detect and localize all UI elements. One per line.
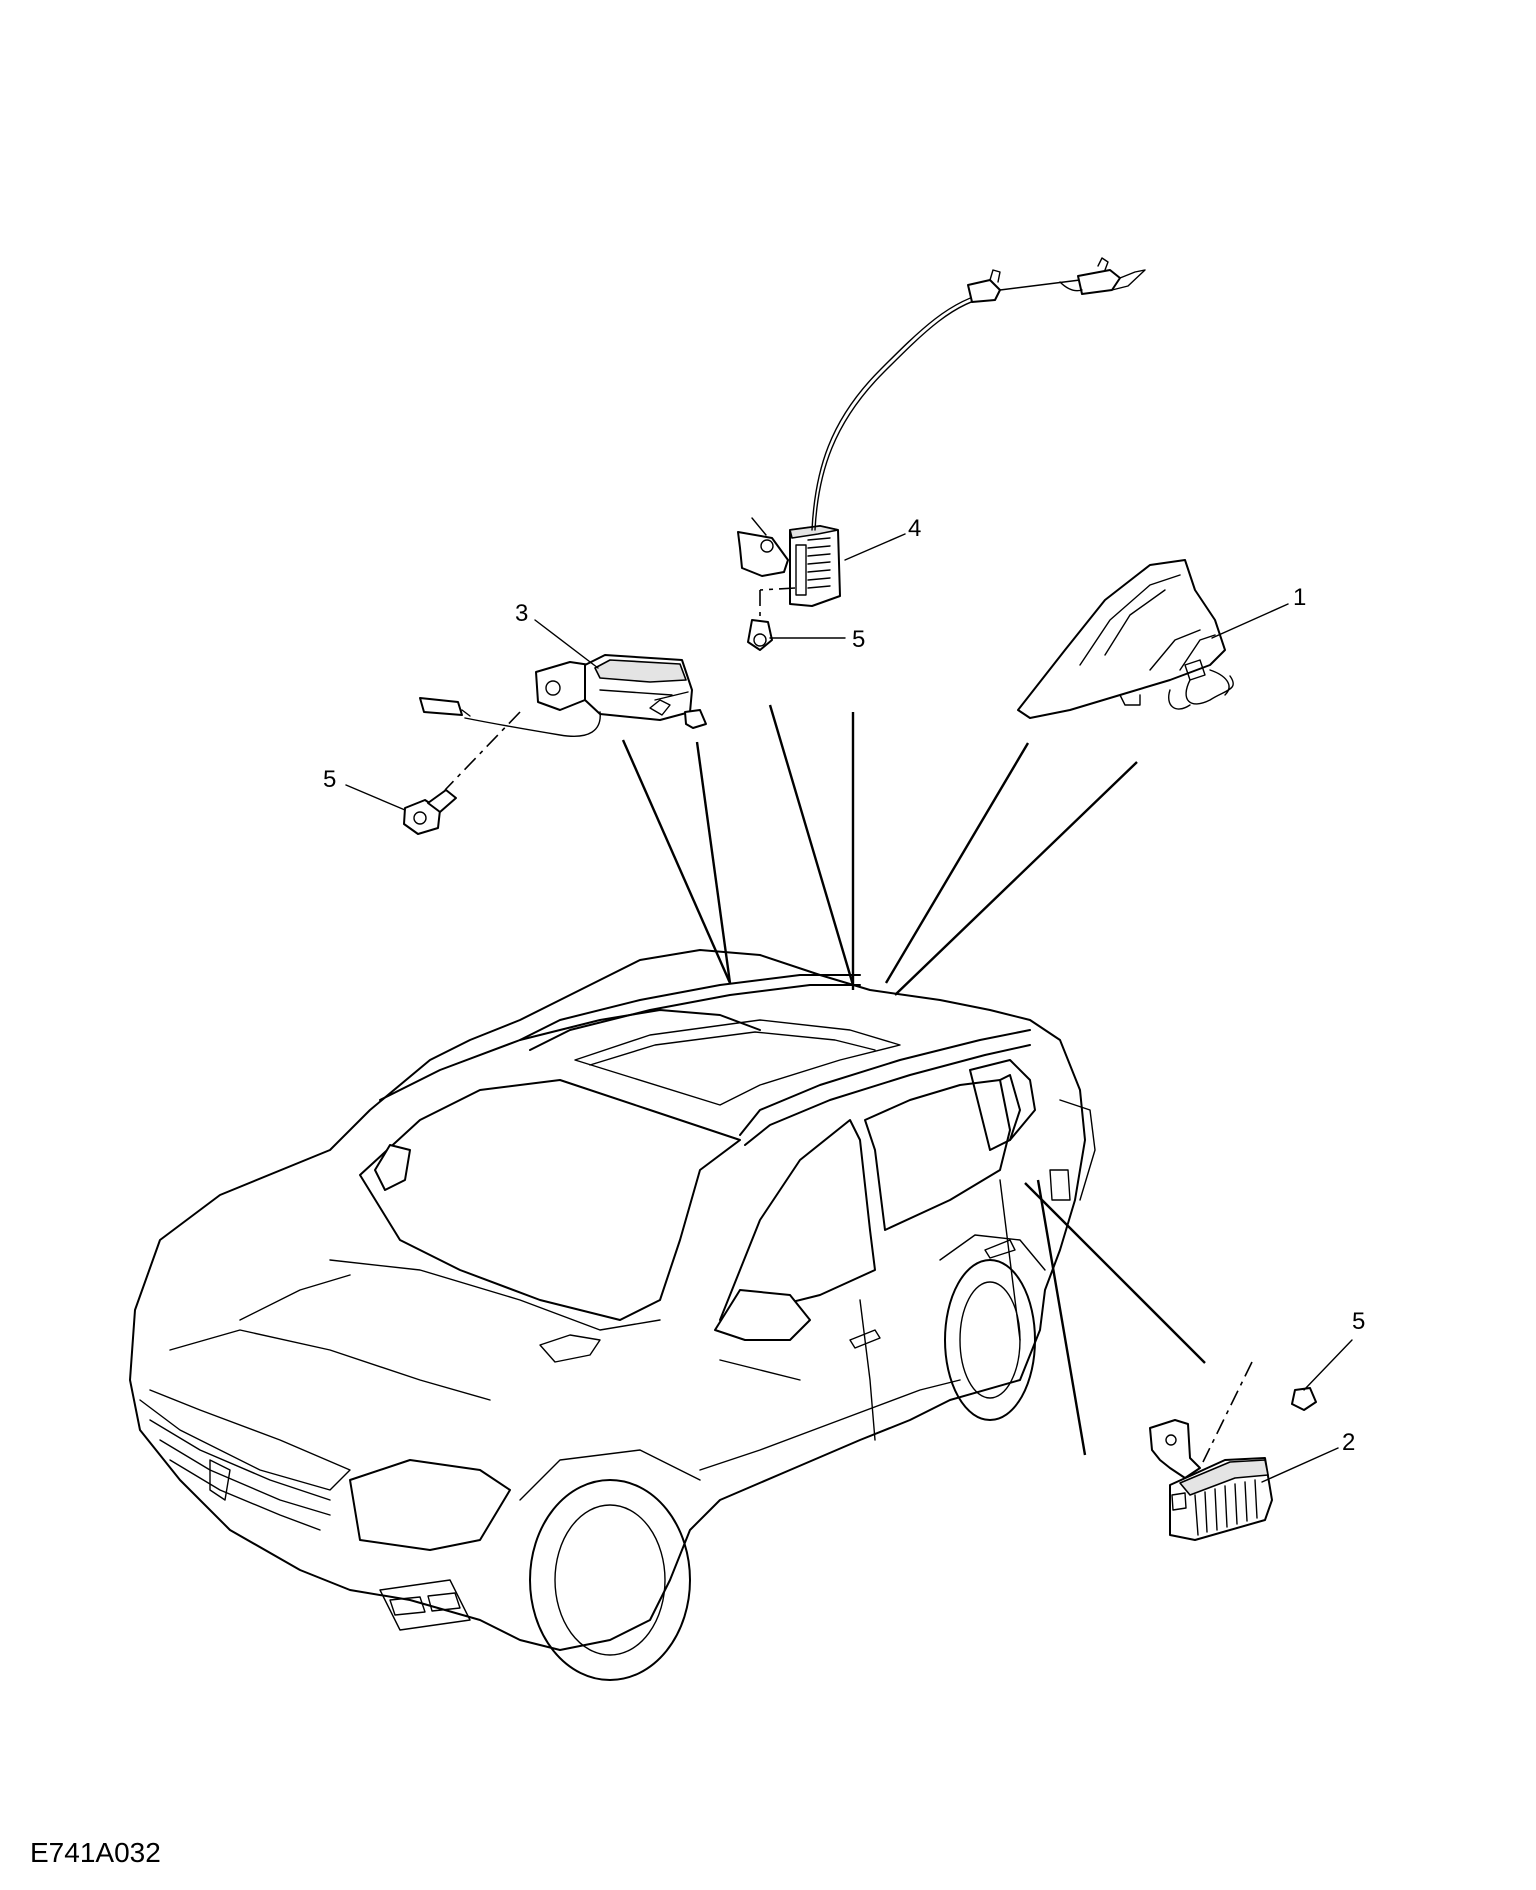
shark-fin-antenna <box>1017 559 1234 719</box>
screw-fastener-left <box>345 784 457 835</box>
antenna-cable-module <box>737 257 1146 632</box>
callout-5-right: 5 <box>1352 1308 1365 1335</box>
callout-5-upper: 5 <box>852 626 865 653</box>
antenna-amplifier-module <box>419 619 707 791</box>
callout-3: 3 <box>515 600 528 627</box>
vehicle-leader-lines <box>621 704 1206 1456</box>
screw-fastener-upper <box>747 619 846 651</box>
callout-1: 1 <box>1293 584 1306 611</box>
figure-code: E741A032 <box>30 1837 161 1868</box>
callout-5-left: 5 <box>323 766 336 793</box>
vehicle-suv-illustration <box>129 949 1096 1681</box>
callout-labels: 1 2 3 4 5 5 5 <box>323 515 1365 1456</box>
callout-2: 2 <box>1342 1429 1355 1456</box>
antenna-module-lower <box>1149 1361 1273 1541</box>
callout-leaders <box>844 533 1339 1483</box>
screw-fastener-right <box>1291 1339 1353 1411</box>
callout-4: 4 <box>908 515 921 542</box>
